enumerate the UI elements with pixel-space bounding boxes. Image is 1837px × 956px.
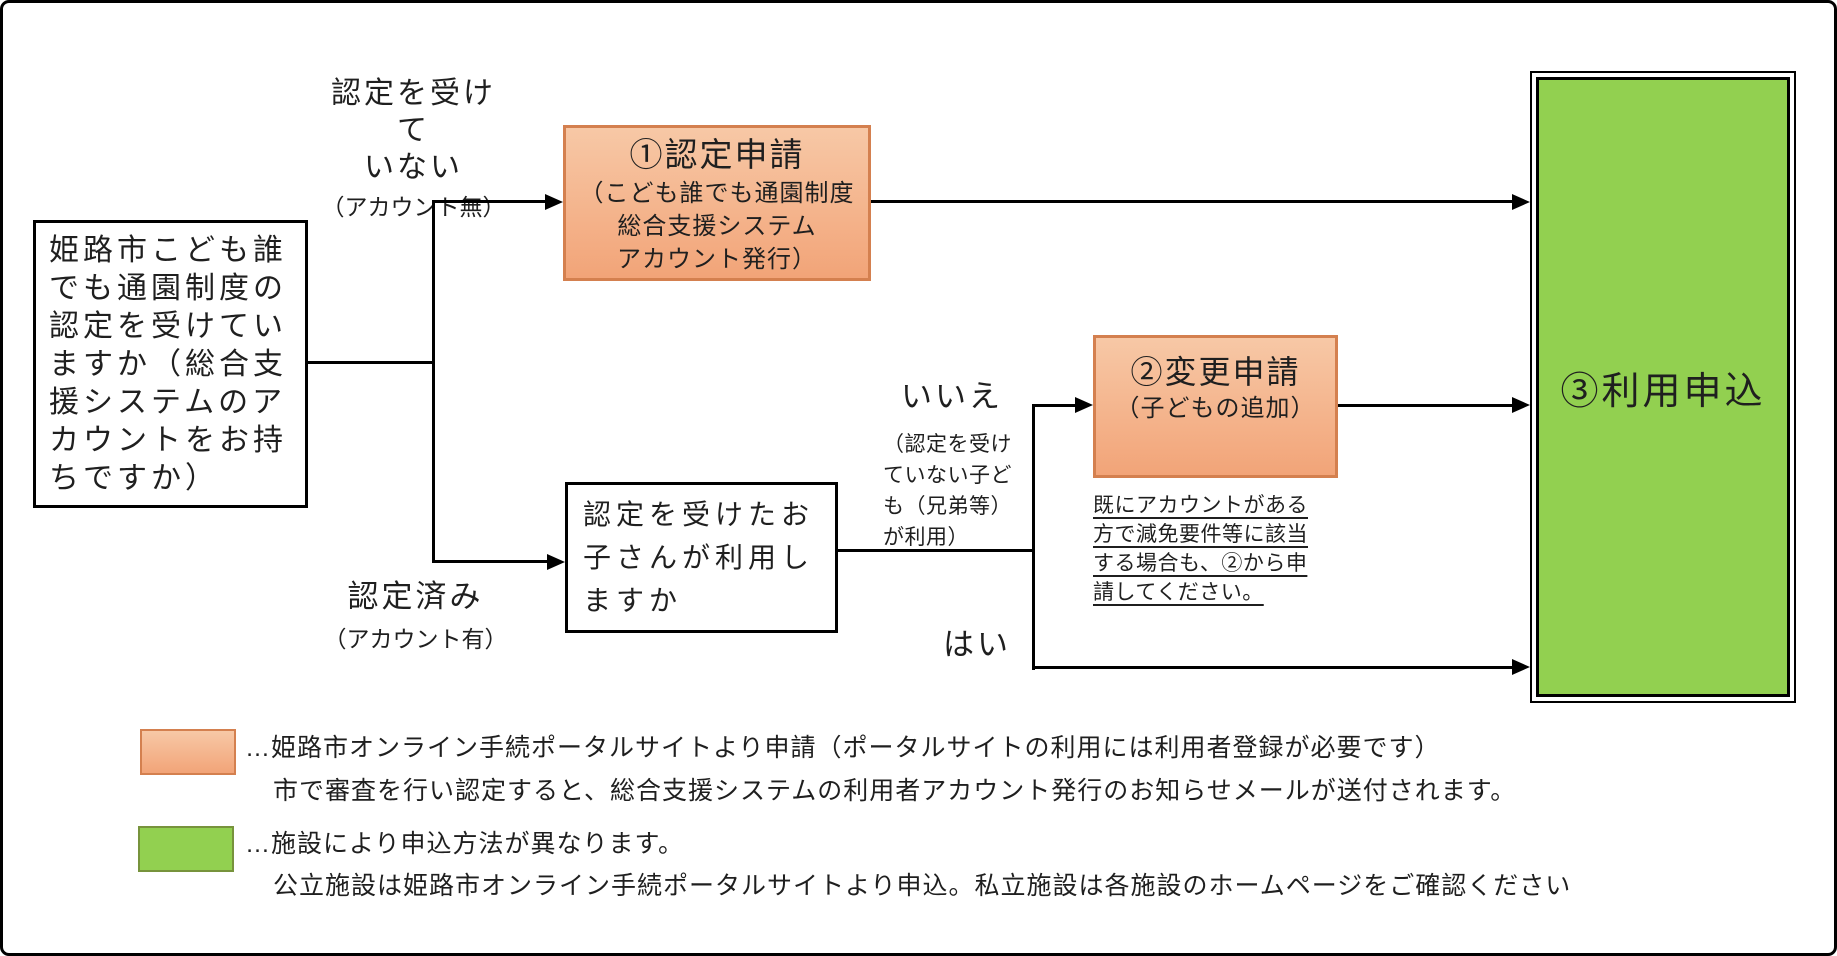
- arrow-to-step2-line: [1032, 404, 1076, 407]
- arrow-to-step2-head: [1075, 397, 1093, 413]
- question2-text: 認定を受けたお 子さんが利用し ますか: [583, 499, 815, 616]
- legend-green-text: …施設により申込方法が異なります。 公立施設は姫路市オンライン手続ポータルサイト…: [245, 823, 1571, 907]
- step2-box: ②変更申請 （子どもの追加）: [1093, 335, 1338, 478]
- start-question-text: 姫路市こども誰 でも通園制度の 認定を受けてい ますか（総合支 援システムのア …: [49, 234, 287, 495]
- arrow-to-step1-line: [432, 200, 546, 203]
- arrow-yes-to-step3-line: [1032, 666, 1513, 669]
- start-question-box: 姫路市こども誰 でも通園制度の 認定を受けてい ますか（総合支 援システムのア …: [33, 220, 308, 508]
- connector-no-yes-vertical: [1032, 404, 1035, 670]
- arrow-to-step1-head: [545, 194, 563, 210]
- arrow-to-question2-head: [547, 554, 565, 570]
- label-certified-text: 認定済み: [347, 579, 484, 614]
- question2-box: 認定を受けたお 子さんが利用し ますか: [565, 482, 838, 633]
- legend-orange-line1: …姫路市オンライン手続ポータルサイトより申請（ポータルサイトの利用には利用者登録…: [245, 734, 1441, 762]
- arrow-step2-to-step3-head: [1512, 397, 1530, 413]
- connector-branch-vertical: [432, 200, 435, 563]
- label-certified: 認定済み （アカウント有）: [323, 571, 508, 654]
- arrow-to-question2-line: [432, 560, 548, 563]
- arrow-step1-to-step3-line: [871, 200, 1513, 203]
- step1-title: ①認定申請: [629, 136, 805, 173]
- label-no-sub: （認定を受け ていない子ど も（兄弟等） が利用）: [883, 433, 1012, 549]
- step2-subtitle: （子どもの追加）: [1115, 395, 1316, 422]
- legend-green-line1: …施設により申込方法が異なります。: [245, 830, 685, 858]
- arrow-yes-to-step3-head: [1512, 659, 1530, 675]
- step3-box-inner: ③利用申込: [1536, 77, 1790, 697]
- connector-start-split: [308, 361, 435, 364]
- step1-subtitle: （こども誰でも通園制度 総合支援システム アカウント発行）: [579, 180, 855, 273]
- arrow-step1-to-step3-head: [1512, 194, 1530, 210]
- step3-box: ③利用申込: [1530, 71, 1796, 703]
- legend-orange-text: …姫路市オンライン手続ポータルサイトより申請（ポータルサイトの利用には利用者登録…: [245, 727, 1516, 813]
- label-not-certified-text: 認定を受けて いない: [331, 77, 496, 184]
- label-certified-sub: （アカウント有）: [323, 626, 508, 652]
- legend-green-line2: 公立施設は姫路市オンライン手続ポータルサイトより申込。私立施設は各施設のホームペ…: [273, 872, 1572, 900]
- arrow-step2-to-step3-line: [1338, 404, 1513, 407]
- connector-question2-split: [838, 549, 1034, 552]
- label-yes: はい: [943, 627, 1011, 662]
- step3-title: ③利用申込: [1560, 370, 1766, 413]
- step2-note: 既にアカウントがある 方で減免要件等に該当 する場合も、②から申 請してください…: [1093, 494, 1308, 604]
- label-no: いいえ: [901, 379, 1003, 414]
- legend-orange-swatch: [140, 729, 236, 775]
- legend-orange-line2: 市で審査を行い認定すると、総合支援システムの利用者アカウント発行のお知らせメール…: [273, 777, 1517, 805]
- label-not-certified: 認定を受けて いない （アカウント無）: [321, 75, 506, 222]
- step1-box: ①認定申請 （こども誰でも通園制度 総合支援システム アカウント発行）: [563, 125, 871, 281]
- label-not-certified-sub: （アカウント無）: [321, 194, 506, 220]
- step2-title: ②変更申請: [1130, 354, 1301, 390]
- legend-green-swatch: [138, 826, 234, 872]
